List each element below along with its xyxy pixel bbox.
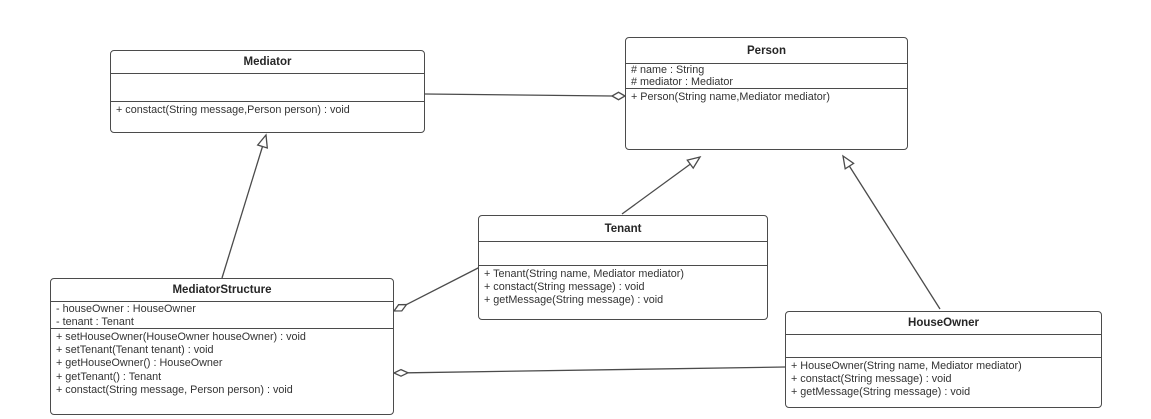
class-methods-person: + Person(String name,Mediator mediator) — [626, 89, 907, 149]
edge-line — [406, 266, 481, 306]
class-tenant[interactable]: Tenant + Tenant(String name, Mediator me… — [478, 215, 768, 320]
edge-line — [621, 163, 691, 215]
class-attributes-tenant — [479, 242, 767, 266]
class-methods-mediator: + constact(String message,Person person)… — [111, 102, 424, 132]
arrowhead-triangle — [842, 154, 855, 170]
class-mediator[interactable]: Mediator + constact(String message,Perso… — [110, 50, 425, 133]
method: + Tenant(String name, Mediator mediator) — [484, 268, 684, 280]
method: + getMessage(String message) : void — [484, 294, 664, 307]
edge-line — [407, 366, 786, 374]
edge-aggregation-mediatorstructure-tenant — [392, 266, 481, 312]
edge-line — [221, 146, 264, 279]
class-houseowner[interactable]: HouseOwner + HouseOwner(String name, Med… — [785, 311, 1102, 408]
edge-generalization-houseowner-person — [842, 154, 941, 310]
method: + constact(String message,Person person)… — [116, 104, 350, 116]
method: + setTenant(Tenant tenant) : void — [56, 344, 214, 357]
method: + constact(String message) : void — [791, 373, 952, 386]
class-mediatorstructure[interactable]: MediatorStructure - houseOwner : HouseOw… — [50, 278, 394, 415]
class-attributes-person: # name : String # mediator : Mediator — [626, 64, 907, 89]
class-methods-tenant: + Tenant(String name, Mediator mediator)… — [479, 266, 767, 319]
arrowhead-triangle — [686, 155, 702, 170]
class-attributes-mediatorstructure: - houseOwner : HouseOwner - tenant : Ten… — [51, 302, 393, 329]
diamond — [392, 303, 408, 312]
method: + Person(String name,Mediator mediator) — [631, 91, 830, 103]
edge-aggregation-mediator-person — [424, 91, 627, 101]
class-title-tenant: Tenant — [479, 216, 767, 242]
class-attributes-mediator — [111, 74, 424, 102]
class-title-person: Person — [626, 38, 907, 64]
method: + constact(String message, Person person… — [56, 383, 293, 396]
class-methods-houseowner: + HouseOwner(String name, Mediator media… — [786, 358, 1101, 407]
method: + getTenant() : Tenant — [56, 370, 162, 383]
method: + setHouseOwner(HouseOwner houseOwner) :… — [56, 331, 306, 343]
edge-line — [424, 93, 613, 97]
class-methods-mediatorstructure: + setHouseOwner(HouseOwner houseOwner) :… — [51, 329, 393, 414]
diamond — [392, 368, 410, 377]
class-attributes-houseowner — [786, 335, 1101, 358]
attribute: # name : String — [631, 64, 705, 76]
attribute: - tenant : Tenant — [56, 315, 134, 328]
edge-line — [848, 165, 941, 310]
attribute: - houseOwner : HouseOwner — [56, 303, 196, 315]
arrowhead-triangle — [256, 133, 269, 149]
diamond — [610, 91, 627, 101]
method: + constact(String message) : void — [484, 281, 645, 294]
attribute: # mediator : Mediator — [631, 75, 734, 88]
method: + getHouseOwner() : HouseOwner — [56, 357, 223, 370]
class-title-houseowner: HouseOwner — [786, 312, 1101, 335]
class-title-mediatorstructure: MediatorStructure — [51, 279, 393, 302]
edge-generalization-tenant-person — [621, 155, 702, 215]
edge-generalization-mediatorstructure-mediator — [221, 133, 269, 279]
method: + getMessage(String message) : void — [791, 386, 971, 399]
class-title-mediator: Mediator — [111, 51, 424, 74]
class-person[interactable]: Person # name : String # mediator : Medi… — [625, 37, 908, 150]
method: + HouseOwner(String name, Mediator media… — [791, 360, 1022, 372]
edge-aggregation-mediatorstructure-houseowner — [392, 366, 786, 377]
